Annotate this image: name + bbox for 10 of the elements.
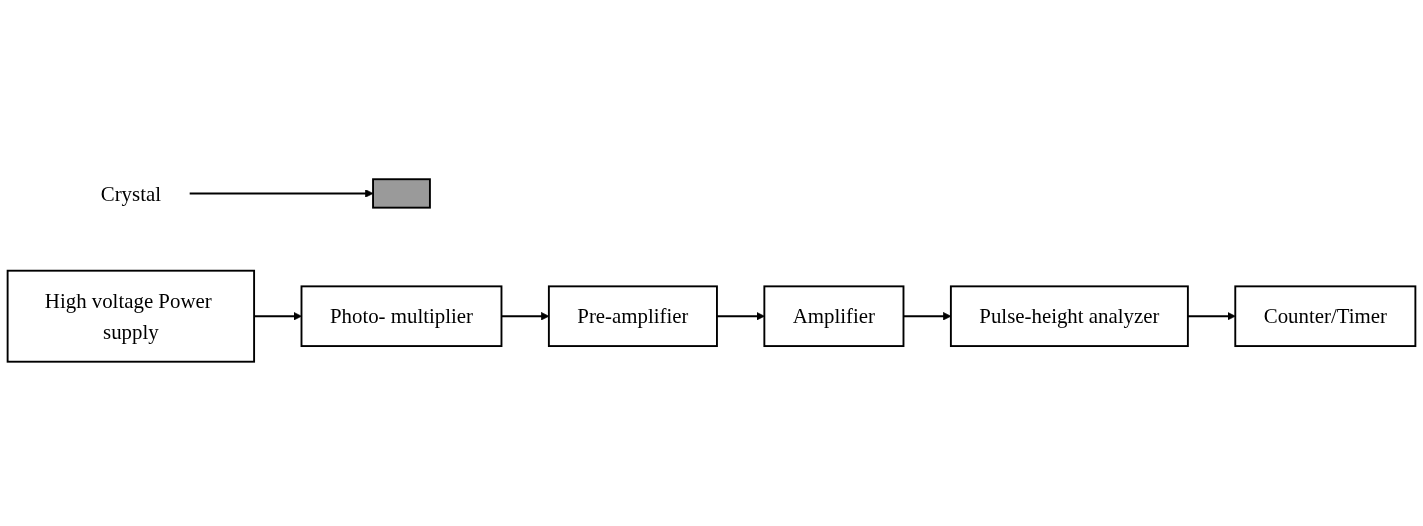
node-box: Pre-amplifier: [547, 285, 718, 348]
node-box: Photo- multiplier: [300, 285, 503, 348]
node-box: [372, 178, 431, 209]
arrow: [716, 312, 765, 321]
node-box: Pulse-height analyzer: [949, 285, 1189, 348]
arrow: [188, 189, 374, 198]
node-box: Counter/Timer: [1234, 285, 1417, 348]
node-box: Amplifier: [763, 285, 905, 348]
node-text: Crystal: [100, 181, 161, 206]
node-box: High voltage Power supply: [6, 270, 256, 363]
